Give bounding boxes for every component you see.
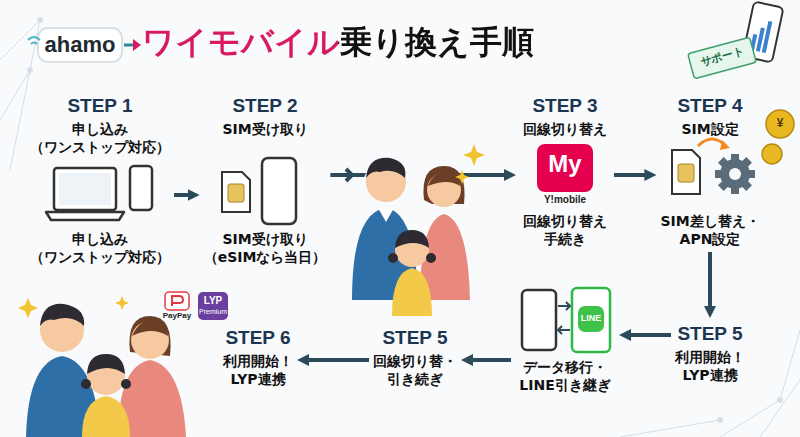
wifi-mark (28, 37, 40, 44)
step-box: STEP 3 回線切り替え回線切り替え 手続き (516, 90, 614, 252)
flow-arrow (467, 358, 511, 362)
title-arrow-head (133, 39, 141, 51)
phone-icon (130, 166, 152, 210)
step-heading: STEP 4 (677, 94, 742, 118)
gear-icon (715, 154, 755, 194)
family-figure (26, 304, 186, 437)
step-heading: STEP 3 (532, 94, 597, 118)
phone-icon (522, 290, 556, 350)
step-heading: STEP 2 (232, 94, 297, 118)
icon-slot (520, 140, 610, 210)
step-text: SIM設定 (681, 120, 738, 138)
logo-text: My (548, 150, 581, 178)
phone-icon (262, 158, 296, 224)
step-heading: STEP 5 (382, 326, 447, 350)
step-heading: STEP 6 (225, 326, 290, 350)
app-name: LINE (581, 313, 602, 323)
flow-arrow (614, 173, 650, 177)
lyp-icon (198, 292, 228, 320)
step-heading: STEP 1 (67, 94, 132, 118)
support-ticket (688, 37, 757, 79)
ymobile-logo (537, 144, 593, 192)
family-figure (346, 138, 470, 318)
step-text: 回線切り替え 手続き (523, 212, 607, 248)
app-name: LYP (204, 295, 223, 307)
phone-icon (572, 288, 610, 352)
step-text: SIM受け取り （eSIMなら当日） (204, 230, 327, 266)
app-name: Premium (199, 308, 227, 316)
icon-slot (40, 158, 160, 228)
icon-slot (215, 140, 315, 228)
sparkle (455, 170, 469, 184)
app-name: PayPay (163, 311, 191, 320)
step-text: SIM受け取り (222, 120, 307, 138)
ticket-text: サポート (699, 45, 745, 69)
coin (762, 144, 782, 164)
logo-text: ahamo (45, 32, 116, 57)
transfer-arrows (558, 302, 570, 334)
logo-box (38, 28, 122, 62)
laptop-icon (46, 168, 124, 220)
title: ワイモバイル乗り換え手順 (142, 20, 534, 64)
sim-card-icon (672, 150, 700, 194)
step-text: 申し込み （ワンストップ対応） (30, 230, 170, 266)
paypay-mark (172, 296, 183, 306)
network-lines (0, 18, 800, 437)
sparkle (463, 144, 485, 166)
currency-symbol: ¥ (777, 117, 784, 131)
step-box: STEP 6利用開始！ LYP連携 (219, 322, 297, 392)
step-box: STEP 1申し込み （ワンストップ対応）申し込み （ワンストップ対応） (26, 90, 174, 270)
paypay-icon (165, 292, 189, 310)
icon-slot (515, 286, 615, 356)
step-text: SIM差し替え・ APN設定 (660, 212, 759, 248)
step-text: 利用開始！ LYP連携 (675, 348, 745, 384)
coin (766, 110, 794, 138)
sparkle (115, 296, 129, 310)
title-arrow (124, 44, 134, 47)
step-text: 回線切り替え (523, 120, 607, 138)
step-box: STEP 5回線切り替・ 引き続ぎ (369, 322, 461, 392)
icon-slot (665, 140, 755, 210)
logo-text: Y!mobile (544, 194, 586, 206)
step-text: データ移行・ LINE引き継ぎ (519, 358, 610, 394)
flow-arrow (625, 333, 671, 337)
step-text: 申し込み （ワンストップ対応） (30, 120, 170, 156)
sparkle (18, 298, 38, 318)
refresh-arrow-head (720, 140, 730, 150)
step-box: STEP 2 SIM受け取り SIM受け取り （eSIMなら当日） (200, 90, 331, 270)
flow-arrow (303, 358, 369, 362)
step-box: STEP 5利用開始！ LYP連携 (671, 318, 749, 388)
flow-arrow (174, 193, 194, 197)
step-box: STEP 4 SIM設定 SIM差し替え・ APN設定 (656, 90, 763, 252)
sim-card-icon (222, 172, 250, 212)
step-box: データ移行・ LINE引き継ぎ (511, 282, 619, 398)
line-app-icon (578, 306, 604, 332)
step-text: 回線切り替・ 引き続ぎ (373, 352, 457, 388)
step-text: 利用開始！ LYP連携 (223, 352, 293, 388)
flow-arrow (708, 252, 712, 312)
step-heading: STEP 5 (677, 322, 742, 346)
